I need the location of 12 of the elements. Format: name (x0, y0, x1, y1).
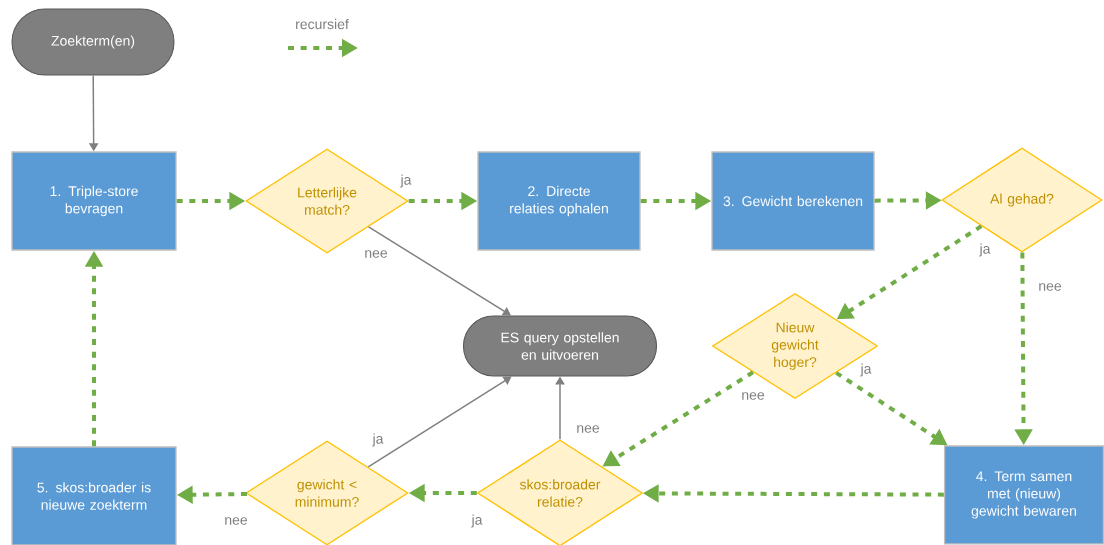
edge-label: nee (1037, 281, 1063, 293)
process-box: 1. Triple-store bevragen (11, 151, 177, 251)
process-box: 5. skos:broader is nieuwe zoekterm (11, 446, 177, 545)
edge-label: nee (740, 390, 766, 402)
legend-text: recursief (296, 18, 349, 30)
process-box: 2. Directe relaties ophalen (477, 151, 641, 251)
process-box: 4. Term samen met (nieuw) gewicht bewaren (943, 445, 1104, 545)
arrow (367, 226, 511, 316)
arrow (367, 376, 512, 468)
edge-label: ja (859, 362, 873, 378)
edge-label: nee (575, 423, 601, 435)
process-box: 3. Gewicht berekenen (711, 151, 875, 251)
